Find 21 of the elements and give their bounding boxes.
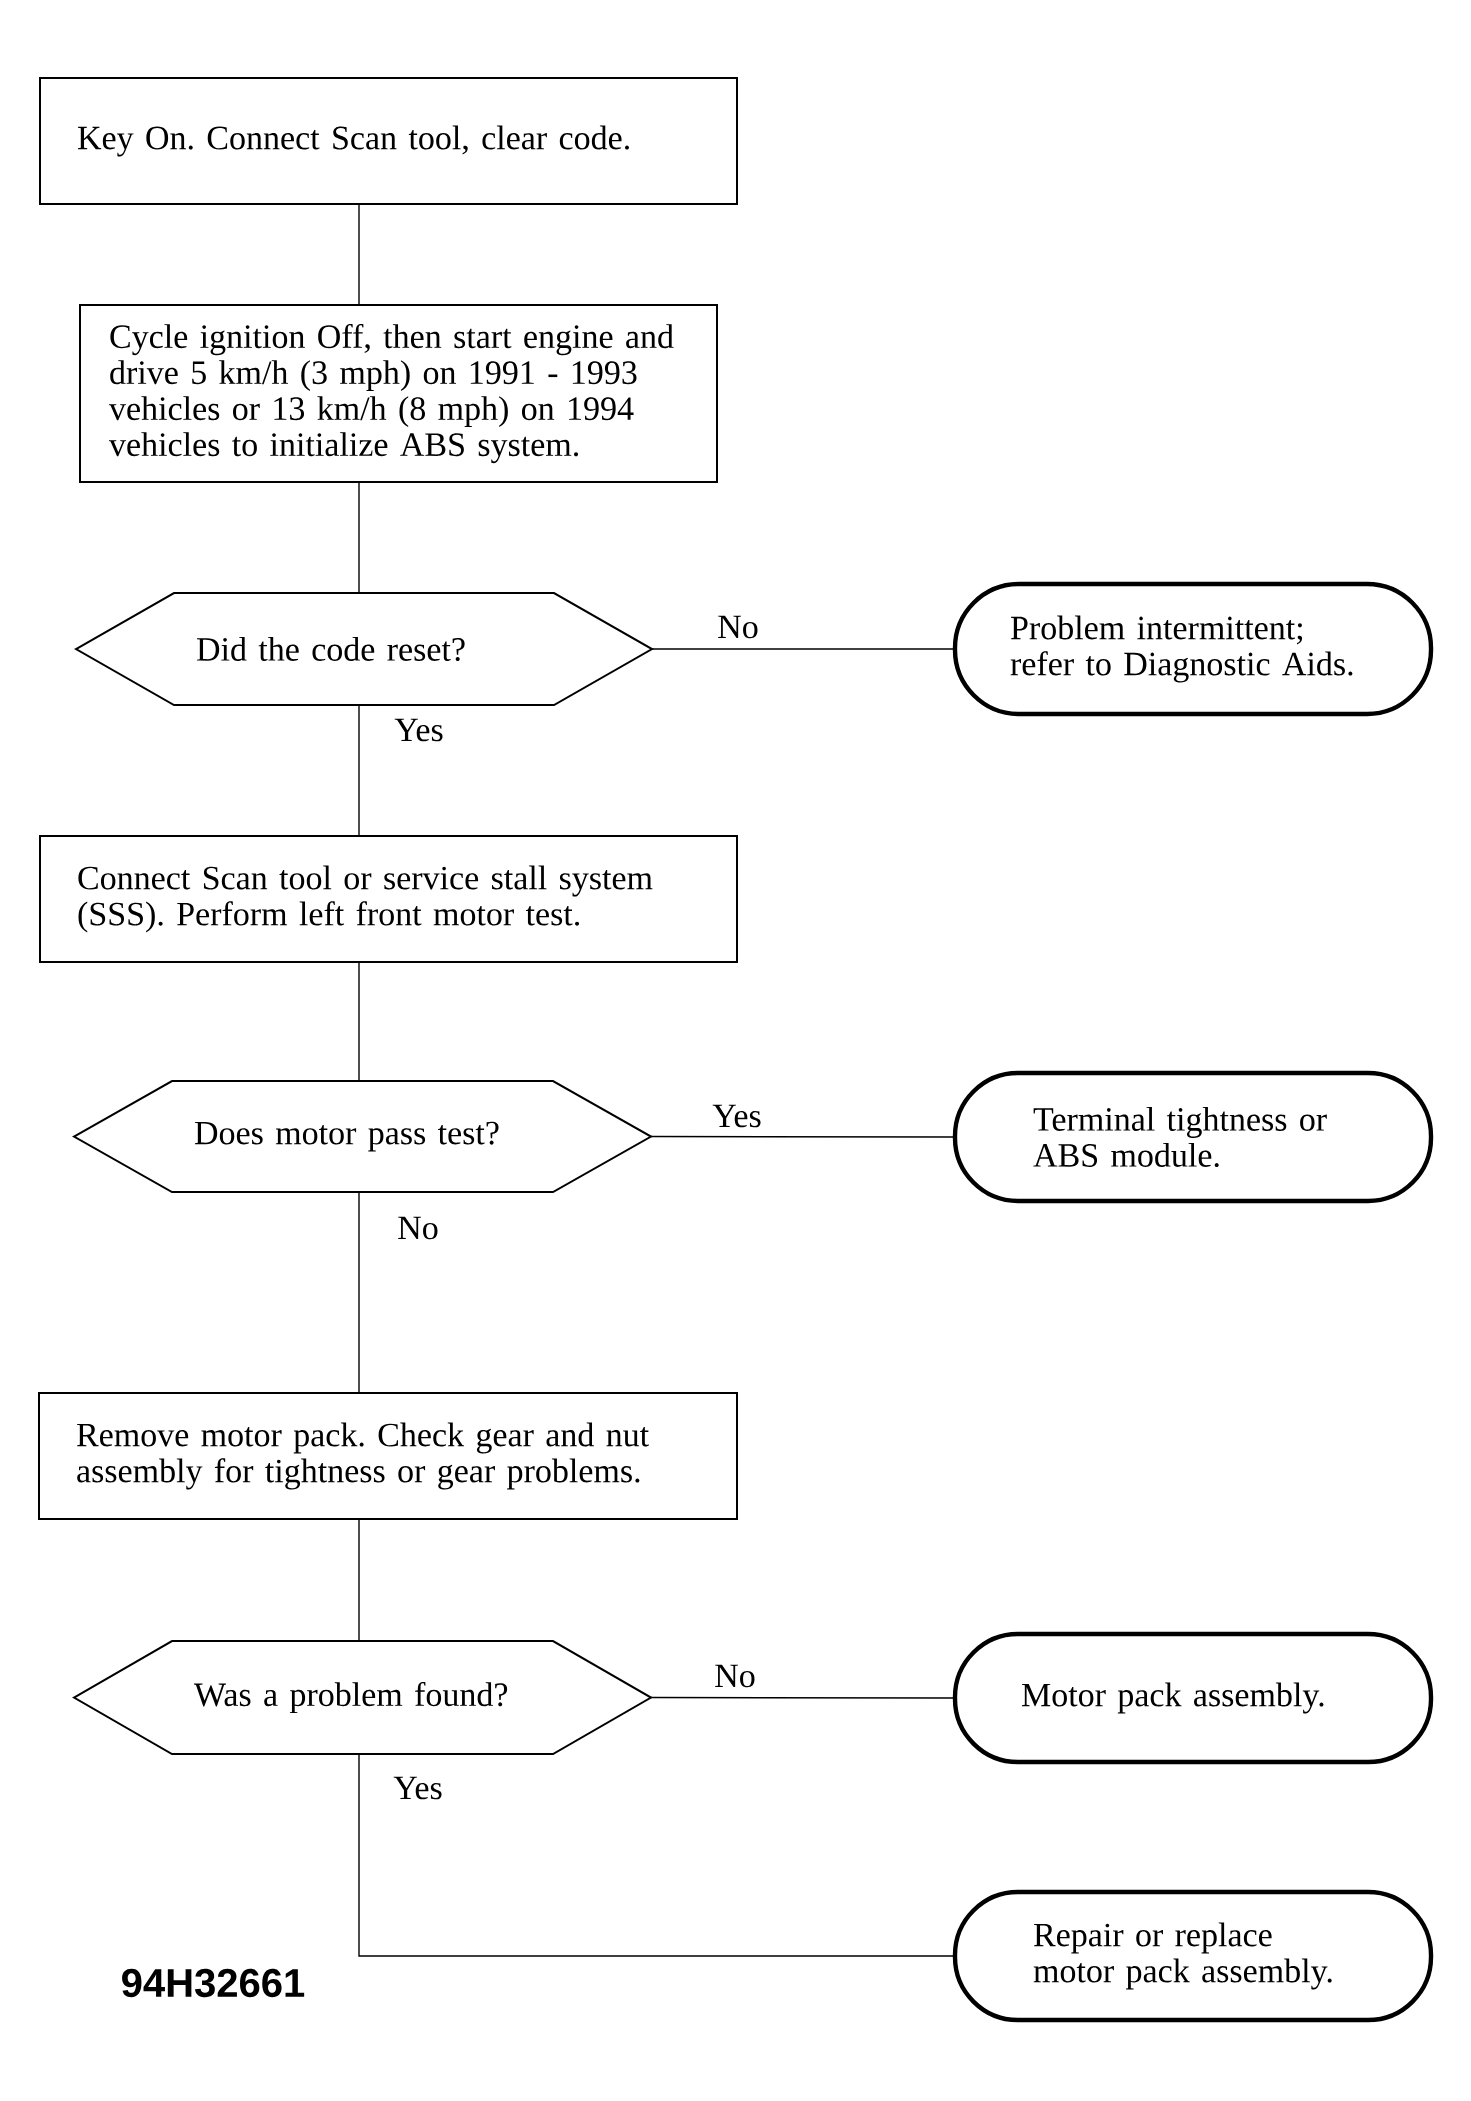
process-box: Remove motor pack. Check gear and nut assembly for tightness or gear problems. xyxy=(38,1392,738,1520)
edge-label: Yes xyxy=(392,716,446,744)
edge-label: No xyxy=(395,1214,441,1242)
edge-label: No xyxy=(712,1662,758,1690)
connector-line xyxy=(358,203,360,306)
connector-line xyxy=(651,648,956,650)
connector-line xyxy=(358,481,360,594)
connector-line xyxy=(358,1191,360,1394)
edge-label: No xyxy=(715,613,761,641)
process-box: Connect Scan tool or service stall system (SSS). Perform left front motor test. xyxy=(39,835,738,963)
edge-label: Yes xyxy=(710,1102,764,1130)
figure-number: 94H32661 xyxy=(122,1968,305,1998)
process-box: Key On. Connect Scan tool, clear code. xyxy=(39,77,738,205)
connector-line xyxy=(650,1696,956,1699)
edge-label: Yes xyxy=(391,1774,445,1802)
connector-line xyxy=(358,961,360,1082)
connector-line xyxy=(358,1518,360,1642)
connector-line xyxy=(358,1753,956,1957)
connector-line xyxy=(650,1135,956,1138)
process-box: Cycle ignition Off, then start engine and drive 5 km/h (3 mph) on 1991 - 1993 vehicles or 13 km/h (8 mph) on 1994 vehicles to initialize ABS system. xyxy=(79,304,718,483)
connector-line xyxy=(358,704,360,837)
